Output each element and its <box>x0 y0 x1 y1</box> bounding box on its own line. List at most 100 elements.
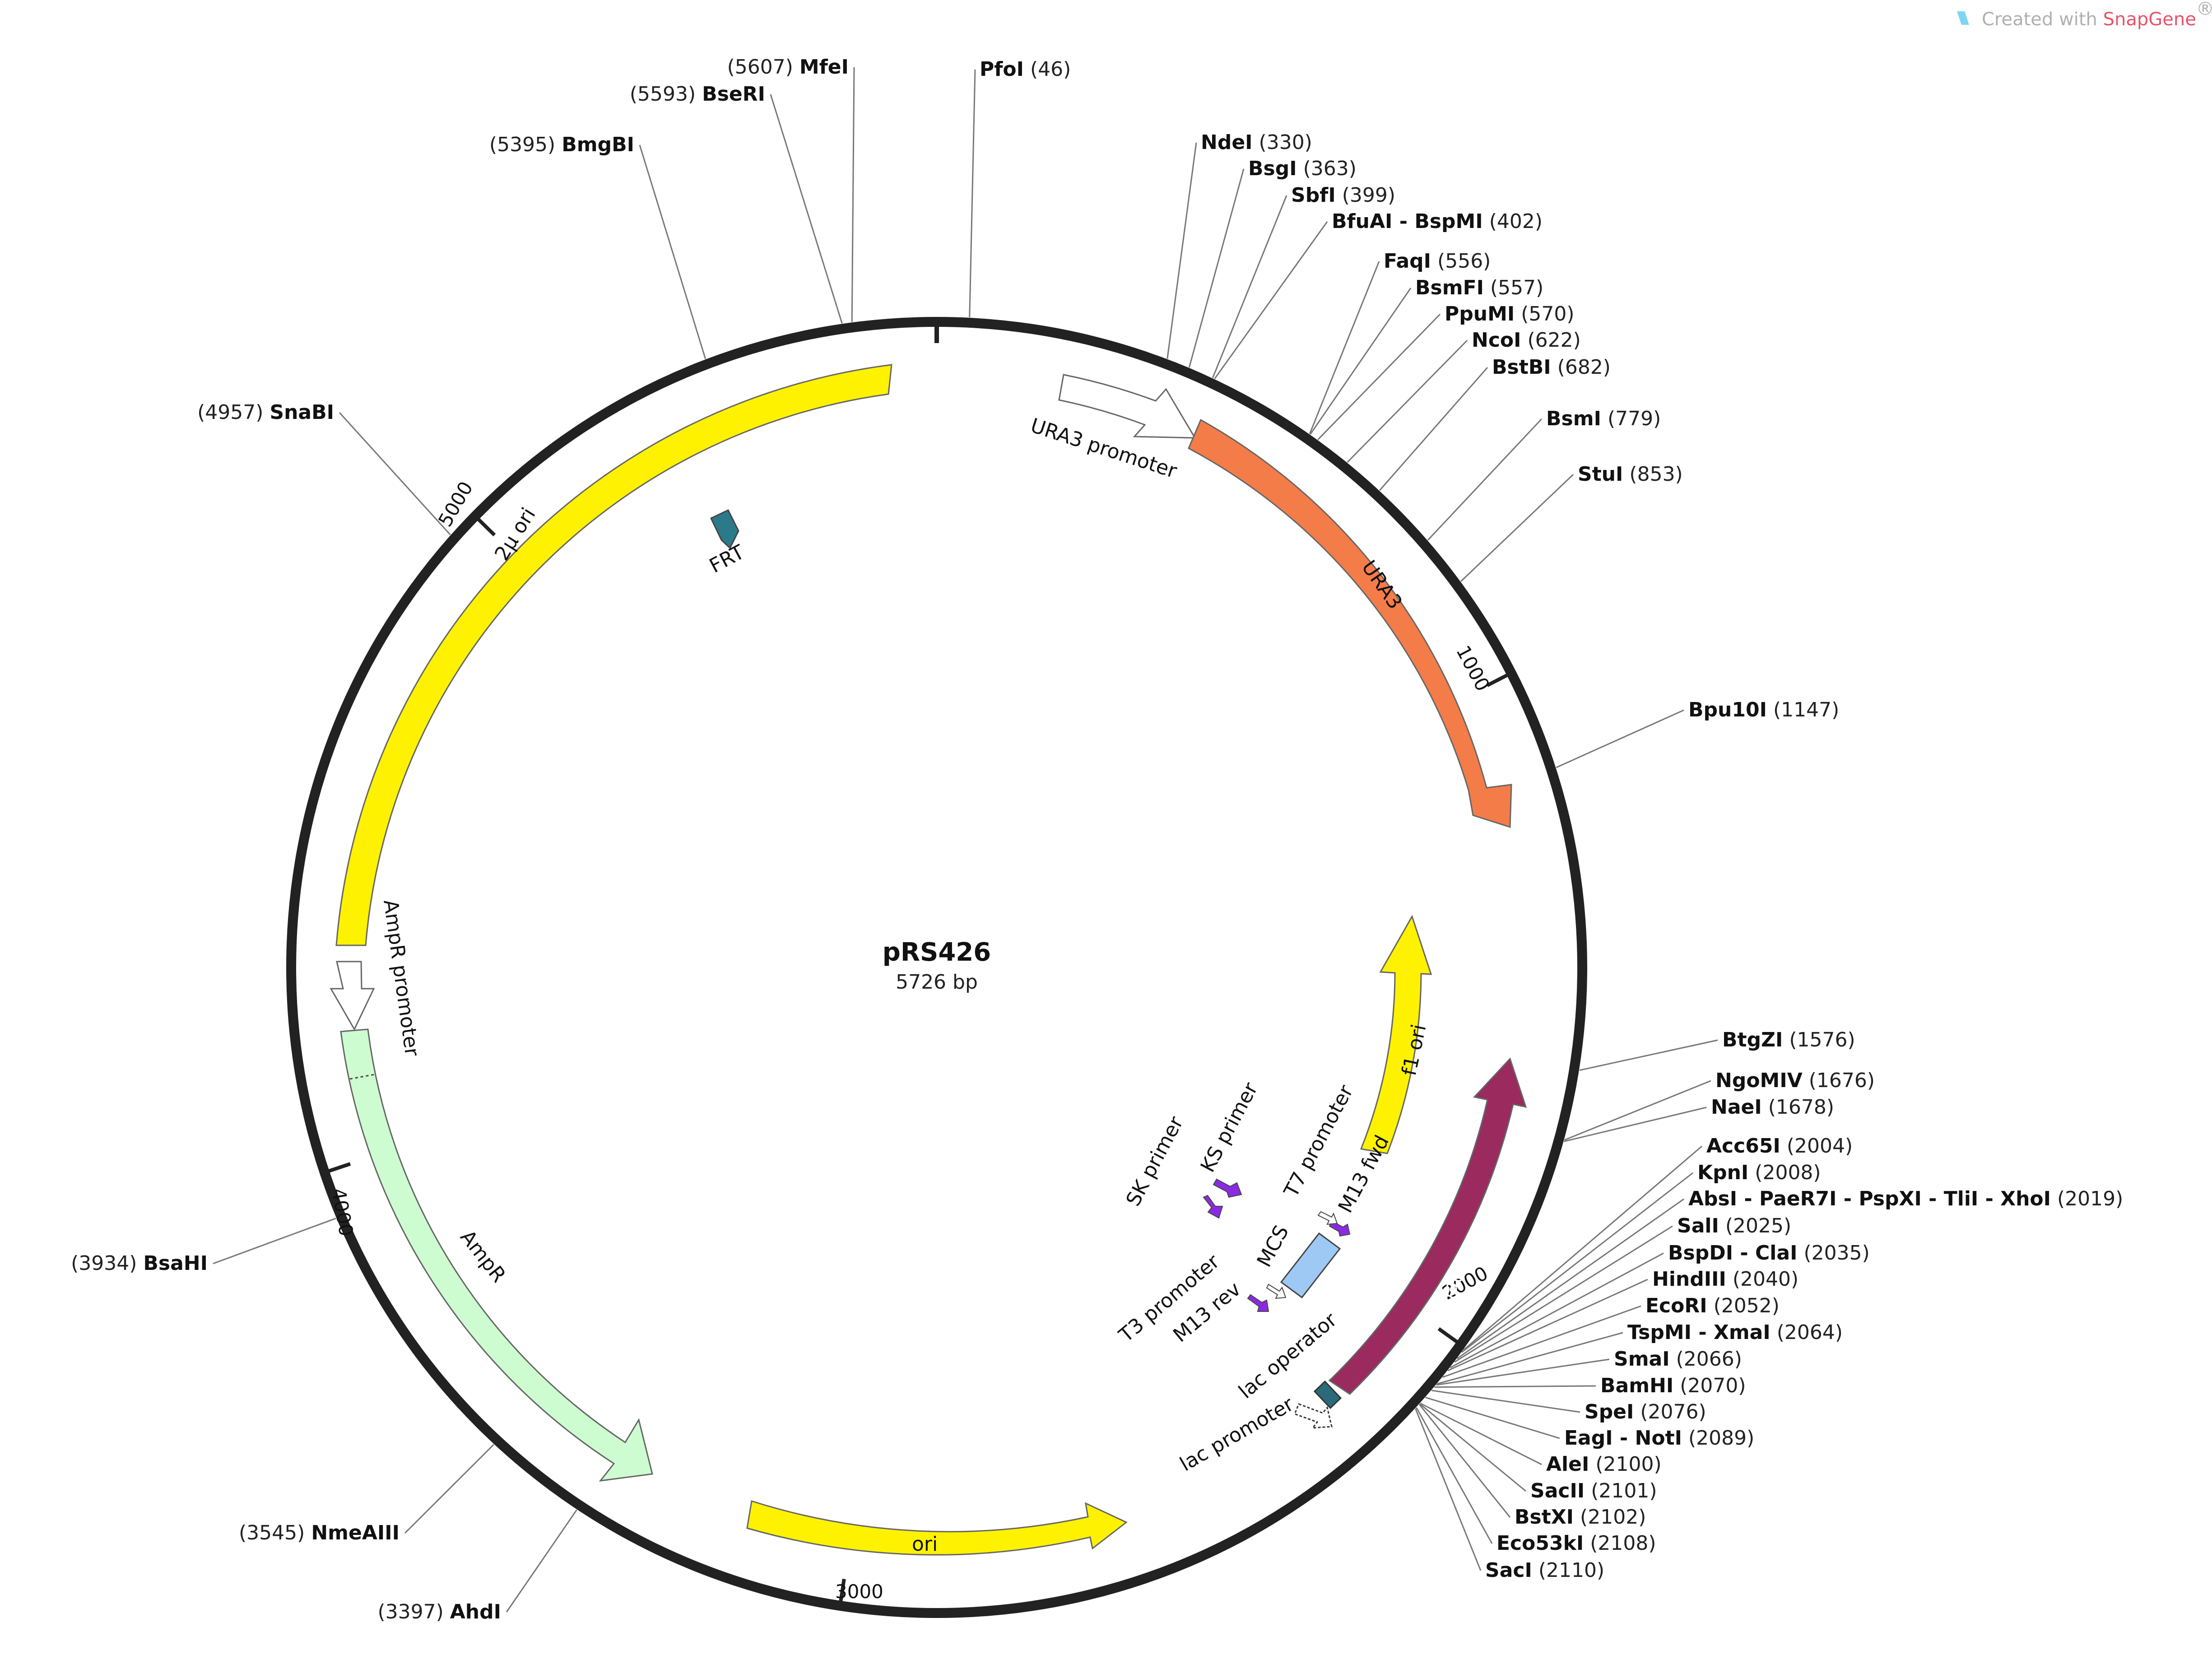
feature-ori[interactable] <box>746 1500 1128 1556</box>
site-label[interactable]: NcoI (622) <box>1472 329 1581 352</box>
site-label[interactable]: BsmI (779) <box>1546 407 1661 430</box>
tick-label: 1000 <box>1452 642 1494 695</box>
site-label[interactable]: BsgI (363) <box>1248 157 1357 180</box>
site-leader-line <box>1379 367 1488 491</box>
site-position: (1147) <box>1767 698 1839 721</box>
feature-lac-promoter[interactable] <box>1294 1403 1333 1429</box>
site-label[interactable]: BfuAI - BspMI (402) <box>1332 210 1543 233</box>
site-label[interactable]: (4957) SnaBI <box>197 401 334 424</box>
site-leader-line <box>1460 474 1574 582</box>
site-label[interactable]: TspMI - XmaI (2064) <box>1627 1321 1843 1344</box>
feature-lacz-alpha[interactable] <box>1328 1057 1527 1395</box>
site-label[interactable]: BamHI (2070) <box>1600 1374 1746 1397</box>
site-name: Eco53kI <box>1496 1532 1584 1555</box>
site-label[interactable]: (5607) MfeI <box>727 56 849 79</box>
site-name: SnaBI <box>270 401 334 424</box>
tick-label: 3000 <box>835 1581 883 1603</box>
site-leader-line <box>1317 313 1441 441</box>
svg-text:Created with SnapGene®: Created with SnapGene® <box>1982 0 2212 30</box>
site-label[interactable]: HindIII (2040) <box>1652 1268 1798 1291</box>
site-label[interactable]: BtgZI (1576) <box>1722 1028 1855 1051</box>
feature-t3-promoter[interactable] <box>1266 1283 1287 1299</box>
feature-layer <box>330 364 1527 1556</box>
site-position: (2101) <box>1585 1479 1657 1502</box>
site-label[interactable]: AleI (2100) <box>1546 1453 1662 1476</box>
site-label[interactable]: FaqI (556) <box>1384 250 1491 273</box>
feature-m13-rev[interactable] <box>1247 1294 1269 1312</box>
site-leader-line <box>1418 1404 1511 1518</box>
site-label[interactable]: BspDI - ClaI (2035) <box>1668 1241 1870 1264</box>
feature-t7-promoter[interactable] <box>1317 1211 1338 1225</box>
site-position: (557) <box>1484 276 1543 299</box>
site-name: BstBI <box>1492 356 1551 379</box>
site-label[interactable]: KpnI (2008) <box>1697 1161 1821 1184</box>
site-label[interactable]: (3397) AhdI <box>377 1600 501 1623</box>
site-position: (2004) <box>1780 1134 1853 1158</box>
site-label[interactable]: (3934) BsaHI <box>71 1252 208 1275</box>
site-label[interactable]: Acc65I (2004) <box>1706 1134 1853 1158</box>
feature-frt[interactable] <box>710 509 739 549</box>
site-position: (2040) <box>1726 1268 1798 1291</box>
site-label[interactable]: SacII (2101) <box>1530 1479 1657 1502</box>
site-position: (1676) <box>1803 1069 1875 1092</box>
feature-ks-primer[interactable] <box>1213 1178 1242 1198</box>
site-position: (402) <box>1483 210 1543 233</box>
site-label[interactable]: NgoMIV (1676) <box>1715 1069 1875 1092</box>
feature-f1-ori[interactable] <box>1360 915 1432 1154</box>
site-label[interactable]: (5593) BseRI <box>630 83 765 106</box>
site-label[interactable]: (3545) NmeAIII <box>239 1521 400 1544</box>
branding-prefix: Created with <box>1982 9 2103 30</box>
site-label[interactable]: PfoI (46) <box>980 58 1071 81</box>
feature-ura3[interactable] <box>1188 418 1512 828</box>
site-label[interactable]: Eco53kI (2108) <box>1496 1532 1656 1555</box>
feature-ampr-promoter[interactable] <box>330 961 375 1031</box>
site-label[interactable]: Bpu10I (1147) <box>1688 698 1839 721</box>
plasmid-title-group: pRS426 5726 bp <box>883 938 991 994</box>
site-label[interactable]: NaeI (1678) <box>1711 1096 1834 1119</box>
site-label[interactable]: PpuMI (570) <box>1445 302 1575 325</box>
tick-mark <box>839 1578 846 1603</box>
site-label[interactable]: EagI - NotI (2089) <box>1564 1427 1754 1450</box>
site-leader-line <box>639 144 706 359</box>
site-leader-line <box>1427 418 1543 541</box>
site-label[interactable]: EcoRI (2052) <box>1645 1294 1780 1317</box>
site-name: SpeI <box>1585 1400 1634 1423</box>
site-label[interactable]: BsmFI (557) <box>1415 276 1543 299</box>
site-label[interactable]: AbsI - PaeR7I - PspXI - TliI - XhoI (201… <box>1688 1187 2123 1210</box>
site-label[interactable]: SalI (2025) <box>1677 1214 1791 1237</box>
site-name: SacII <box>1530 1479 1585 1502</box>
site-label[interactable]: SbfI (399) <box>1291 184 1395 207</box>
site-name: SalI <box>1677 1214 1719 1237</box>
site-name: BstXI <box>1515 1506 1574 1529</box>
site-label[interactable]: StuI (853) <box>1578 463 1683 486</box>
site-position: (2102) <box>1574 1506 1646 1529</box>
site-leader-line <box>1416 1407 1493 1544</box>
site-name: BspDI - ClaI <box>1668 1241 1797 1264</box>
plasmid-length: 5726 bp <box>896 971 978 994</box>
feature-m13-fwd[interactable] <box>1329 1220 1351 1237</box>
feature-mcs[interactable] <box>1280 1232 1341 1299</box>
site-position: (682) <box>1551 356 1611 379</box>
site-name: KpnI <box>1697 1161 1748 1184</box>
site-leader-line <box>1456 1198 1684 1359</box>
site-label[interactable]: (5395) BmgBI <box>489 133 634 156</box>
feature-ura3-promoter[interactable] <box>1058 374 1196 439</box>
site-label[interactable]: SpeI (2076) <box>1585 1400 1706 1423</box>
site-label[interactable]: SmaI (2066) <box>1614 1348 1742 1371</box>
site-name: NmeAIII <box>311 1521 400 1544</box>
feature-sk-primer[interactable] <box>1203 1195 1223 1219</box>
site-leader-line <box>1415 1408 1482 1571</box>
site-label[interactable]: BstBI (682) <box>1492 356 1611 379</box>
site-leader-line <box>1463 1145 1702 1351</box>
feature-lac-operator[interactable] <box>1313 1380 1342 1409</box>
branding-mark: ® <box>2196 0 2212 19</box>
site-position: (570) <box>1515 302 1574 325</box>
site-position: (3397) <box>377 1600 450 1623</box>
site-label[interactable]: BstXI (2102) <box>1515 1506 1646 1529</box>
snapgene-branding[interactable]: Created with SnapGene® <box>1957 0 2212 30</box>
site-label[interactable]: NdeI (330) <box>1201 131 1312 154</box>
feature-2u-ori[interactable] <box>335 364 892 946</box>
site-position: (363) <box>1297 157 1357 180</box>
site-label[interactable]: SacI (2110) <box>1485 1559 1604 1582</box>
